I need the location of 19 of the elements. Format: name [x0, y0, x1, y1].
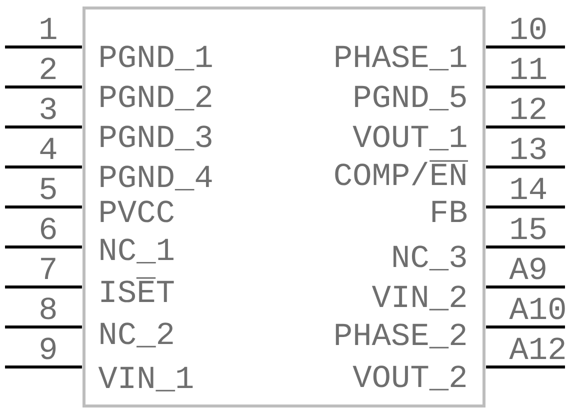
pin-name: PHASE_1	[336, 46, 466, 70]
pin-name: NC_3	[394, 246, 466, 270]
pin-name: PVCC	[100, 200, 174, 222]
pin-name: ISET	[101, 280, 174, 302]
chip-body	[82, 6, 486, 408]
pin-name: NC_1	[100, 238, 174, 264]
pin-name: VOUT_1	[352, 126, 466, 150]
pin-name: PGND_4	[100, 166, 212, 190]
pin-name: VIN_2	[372, 286, 466, 310]
pin-name: PGND_5	[355, 86, 466, 110]
pin-name: NC_2	[100, 322, 173, 348]
pin-name: VOUT_2	[352, 366, 466, 390]
pin-name: FB	[432, 200, 467, 222]
pin-name: PHASE_2	[336, 324, 466, 348]
pin-name: VIN_1	[98, 366, 193, 392]
pin-name: COMP/EN	[335, 162, 466, 186]
pin-name: PGND_3	[100, 126, 212, 150]
pin-name: PGND_2	[100, 86, 212, 110]
pin-name: PGND_1	[100, 46, 212, 70]
